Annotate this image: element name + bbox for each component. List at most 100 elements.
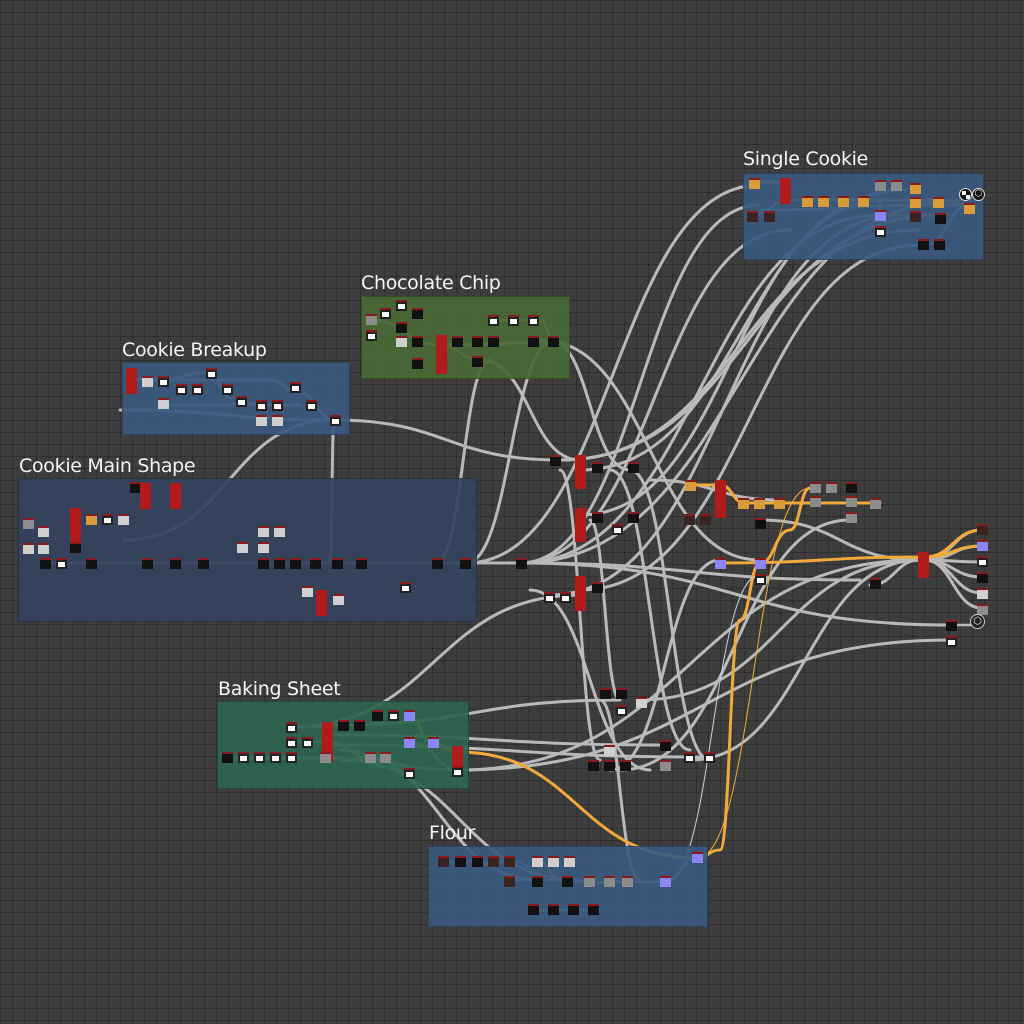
graph-node[interactable]	[977, 604, 988, 615]
graph-node[interactable]	[548, 856, 559, 867]
graph-node[interactable]	[588, 760, 599, 771]
graph-node[interactable]	[910, 211, 921, 222]
graph-node[interactable]	[764, 211, 775, 222]
graph-node[interactable]	[126, 368, 137, 394]
graph-node[interactable]	[158, 376, 169, 387]
wire[interactable]	[538, 338, 762, 562]
graph-node[interactable]	[272, 415, 283, 426]
wire[interactable]	[464, 183, 762, 565]
graph-node[interactable]	[755, 574, 766, 585]
graph-node[interactable]	[870, 578, 881, 589]
graph-node[interactable]	[170, 558, 181, 569]
graph-node[interactable]	[564, 856, 575, 867]
graph-node[interactable]	[286, 737, 297, 748]
graph-node[interactable]	[436, 348, 447, 374]
graph-node[interactable]	[875, 210, 886, 221]
graph-node[interactable]	[977, 588, 988, 599]
wire[interactable]	[628, 468, 712, 762]
graph-node[interactable]	[396, 336, 407, 347]
graph-node[interactable]	[870, 498, 881, 509]
graph-node[interactable]	[236, 396, 247, 407]
wire[interactable]	[718, 555, 926, 565]
graph-node[interactable]	[396, 322, 407, 333]
graph-node[interactable]	[910, 183, 921, 194]
cube-icon-output[interactable]: ⬡	[970, 614, 985, 629]
graph-node[interactable]	[858, 196, 869, 207]
graph-node[interactable]	[192, 384, 203, 395]
graph-node[interactable]	[322, 722, 333, 748]
graph-node[interactable]	[310, 558, 321, 569]
graph-node[interactable]	[332, 558, 343, 569]
graph-node[interactable]	[755, 518, 766, 529]
graph-node[interactable]	[592, 462, 603, 473]
graph-node[interactable]	[274, 558, 285, 569]
graph-node[interactable]	[170, 483, 181, 509]
graph-node[interactable]	[754, 498, 765, 509]
graph-node[interactable]	[237, 542, 248, 553]
checker-icon[interactable]	[959, 188, 972, 201]
graph-node[interactable]	[838, 196, 849, 207]
graph-node[interactable]	[977, 524, 988, 535]
graph-node[interactable]	[592, 512, 603, 523]
graph-node[interactable]	[320, 752, 331, 763]
frame-title-single-cookie[interactable]: Single Cookie	[743, 148, 869, 170]
graph-node[interactable]	[891, 180, 902, 191]
graph-node[interactable]	[452, 336, 463, 347]
wire[interactable]	[456, 558, 922, 772]
graph-node[interactable]	[412, 358, 423, 369]
graph-node[interactable]	[550, 455, 561, 466]
wire[interactable]	[758, 486, 812, 565]
graph-node[interactable]	[628, 462, 639, 473]
graph-node[interactable]	[604, 876, 615, 887]
graph-node[interactable]	[685, 480, 696, 491]
graph-node[interactable]	[354, 720, 365, 731]
graph-node[interactable]	[588, 904, 599, 915]
graph-node[interactable]	[575, 516, 586, 542]
graph-node[interactable]	[528, 904, 539, 915]
graph-node[interactable]	[38, 526, 49, 537]
graph-node[interactable]	[158, 398, 169, 409]
graph-node[interactable]	[302, 737, 313, 748]
graph-node[interactable]	[338, 720, 349, 731]
graph-node[interactable]	[404, 710, 415, 721]
wire[interactable]	[518, 203, 762, 565]
graph-node[interactable]	[620, 760, 631, 771]
graph-node[interactable]	[86, 558, 97, 569]
graph-node[interactable]	[636, 697, 647, 708]
graph-node[interactable]	[286, 752, 297, 763]
frame-title-cookie-main-shape[interactable]: Cookie Main Shape	[19, 455, 196, 477]
graph-node[interactable]	[660, 760, 671, 771]
wire[interactable]	[688, 483, 882, 505]
wire[interactable]	[922, 544, 984, 559]
graph-node[interactable]	[258, 558, 269, 569]
graph-node[interactable]	[684, 752, 695, 763]
graph-node[interactable]	[660, 740, 671, 751]
graph-node[interactable]	[532, 876, 543, 887]
graph-node[interactable]	[455, 856, 466, 867]
graph-node[interactable]	[472, 336, 483, 347]
wire[interactable]	[518, 561, 952, 627]
graph-node[interactable]	[818, 196, 829, 207]
graph-node[interactable]	[38, 543, 49, 554]
wire[interactable]	[922, 558, 984, 610]
graph-node[interactable]	[256, 415, 267, 426]
graph-node[interactable]	[432, 558, 443, 569]
graph-node[interactable]	[846, 496, 857, 507]
graph-node[interactable]	[40, 558, 51, 569]
wire[interactable]	[332, 418, 562, 462]
graph-node[interactable]	[472, 356, 483, 367]
graph-node[interactable]	[810, 496, 821, 507]
graph-node[interactable]	[935, 213, 946, 224]
graph-node[interactable]	[977, 540, 988, 551]
graph-node[interactable]	[460, 558, 471, 569]
graph-node[interactable]	[875, 226, 886, 237]
graph-node[interactable]	[846, 512, 857, 523]
graph-node[interactable]	[306, 400, 317, 411]
graph-node[interactable]	[532, 856, 543, 867]
graph-node[interactable]	[412, 308, 423, 319]
graph-node[interactable]	[528, 336, 539, 347]
cube-icon[interactable]: ⬡	[972, 188, 985, 201]
graph-node[interactable]	[660, 876, 671, 887]
graph-node[interactable]	[528, 315, 539, 326]
graph-node[interactable]	[290, 558, 301, 569]
